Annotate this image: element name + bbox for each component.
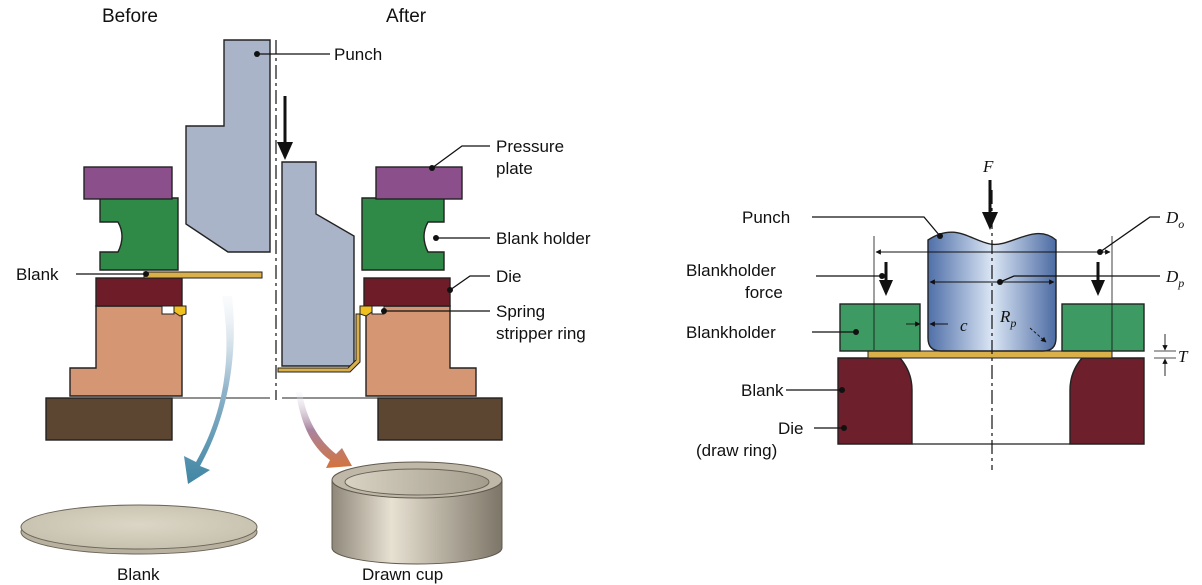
after-heading: After bbox=[386, 6, 427, 27]
symbol-thickness: T bbox=[1178, 347, 1189, 366]
label-bh-force-1: Blankholder bbox=[686, 261, 776, 280]
leader-do bbox=[1099, 216, 1160, 253]
blank-holder-left bbox=[99, 197, 179, 271]
punch-after bbox=[281, 161, 355, 367]
label-xs-punch: Punch bbox=[742, 208, 790, 227]
symbol-clearance: c bbox=[960, 316, 968, 335]
motion-arrow-head bbox=[277, 142, 293, 160]
leader-die bbox=[449, 275, 490, 291]
label-spring-stripper-2: stripper ring bbox=[496, 324, 586, 343]
arrow-to-cup bbox=[296, 392, 352, 468]
rp-leader bbox=[1029, 327, 1047, 343]
die-ring-right bbox=[1069, 357, 1145, 445]
force-arrow-head bbox=[982, 212, 998, 230]
spring-stripper-right bbox=[359, 305, 373, 317]
arrow-to-blank bbox=[184, 296, 234, 484]
label-xs-die-1: Die bbox=[778, 419, 804, 438]
die-body-left bbox=[69, 305, 183, 397]
before-after-panel: Before After bbox=[16, 6, 591, 584]
before-heading: Before bbox=[102, 6, 158, 27]
punch-before bbox=[185, 39, 271, 253]
label-pressure-plate-1: Pressure bbox=[496, 137, 564, 156]
symbol-force: F bbox=[982, 157, 994, 176]
base-right bbox=[377, 397, 503, 441]
blank-disk bbox=[20, 504, 258, 555]
stripper-gap-left bbox=[161, 305, 175, 315]
bh-force-head-right bbox=[1091, 280, 1105, 296]
leader-pressure-plate bbox=[431, 145, 490, 169]
spring-stripper-left bbox=[173, 305, 187, 317]
label-die: Die bbox=[496, 267, 522, 286]
xs-blank bbox=[867, 350, 1113, 359]
symbol-rp: Rp bbox=[999, 307, 1016, 330]
blank-holder-right bbox=[361, 197, 445, 271]
label-blank: Blank bbox=[16, 265, 59, 284]
symbol-do: Do bbox=[1165, 208, 1184, 231]
label-spring-stripper-1: Spring bbox=[496, 302, 545, 321]
cross-section-panel: F c Rp T Punch Do Dp bbox=[686, 157, 1189, 470]
caption-drawn-cup: Drawn cup bbox=[362, 565, 443, 584]
drawn-cup-image bbox=[331, 461, 503, 565]
xs-blankholder-right bbox=[1061, 303, 1145, 352]
base-left bbox=[45, 397, 173, 441]
label-bh-force-2: force bbox=[745, 283, 783, 302]
die-ring-left bbox=[837, 357, 913, 445]
symbol-dp: Dp bbox=[1165, 267, 1184, 290]
pressure-plate-right bbox=[375, 166, 463, 200]
pressure-plate-left bbox=[83, 166, 173, 200]
bh-force-head-left bbox=[879, 280, 893, 296]
drawn-cup-section bbox=[277, 313, 361, 373]
label-pressure-plate-2: plate bbox=[496, 159, 533, 178]
caption-blank: Blank bbox=[117, 565, 160, 584]
label-xs-blank: Blank bbox=[741, 381, 784, 400]
label-blank-holder: Blank holder bbox=[496, 229, 591, 248]
leader-xs-punch bbox=[812, 216, 941, 237]
die-top-right bbox=[363, 277, 451, 307]
blank-sheet-before bbox=[143, 271, 263, 279]
die-body-right bbox=[365, 305, 477, 397]
label-xs-blankholder: Blankholder bbox=[686, 323, 776, 342]
xs-blankholder-left bbox=[839, 303, 921, 352]
label-xs-die-2: (draw ring) bbox=[696, 441, 777, 460]
leader-dp bbox=[999, 275, 1160, 283]
die-top-left bbox=[95, 277, 183, 307]
label-punch: Punch bbox=[334, 45, 382, 64]
